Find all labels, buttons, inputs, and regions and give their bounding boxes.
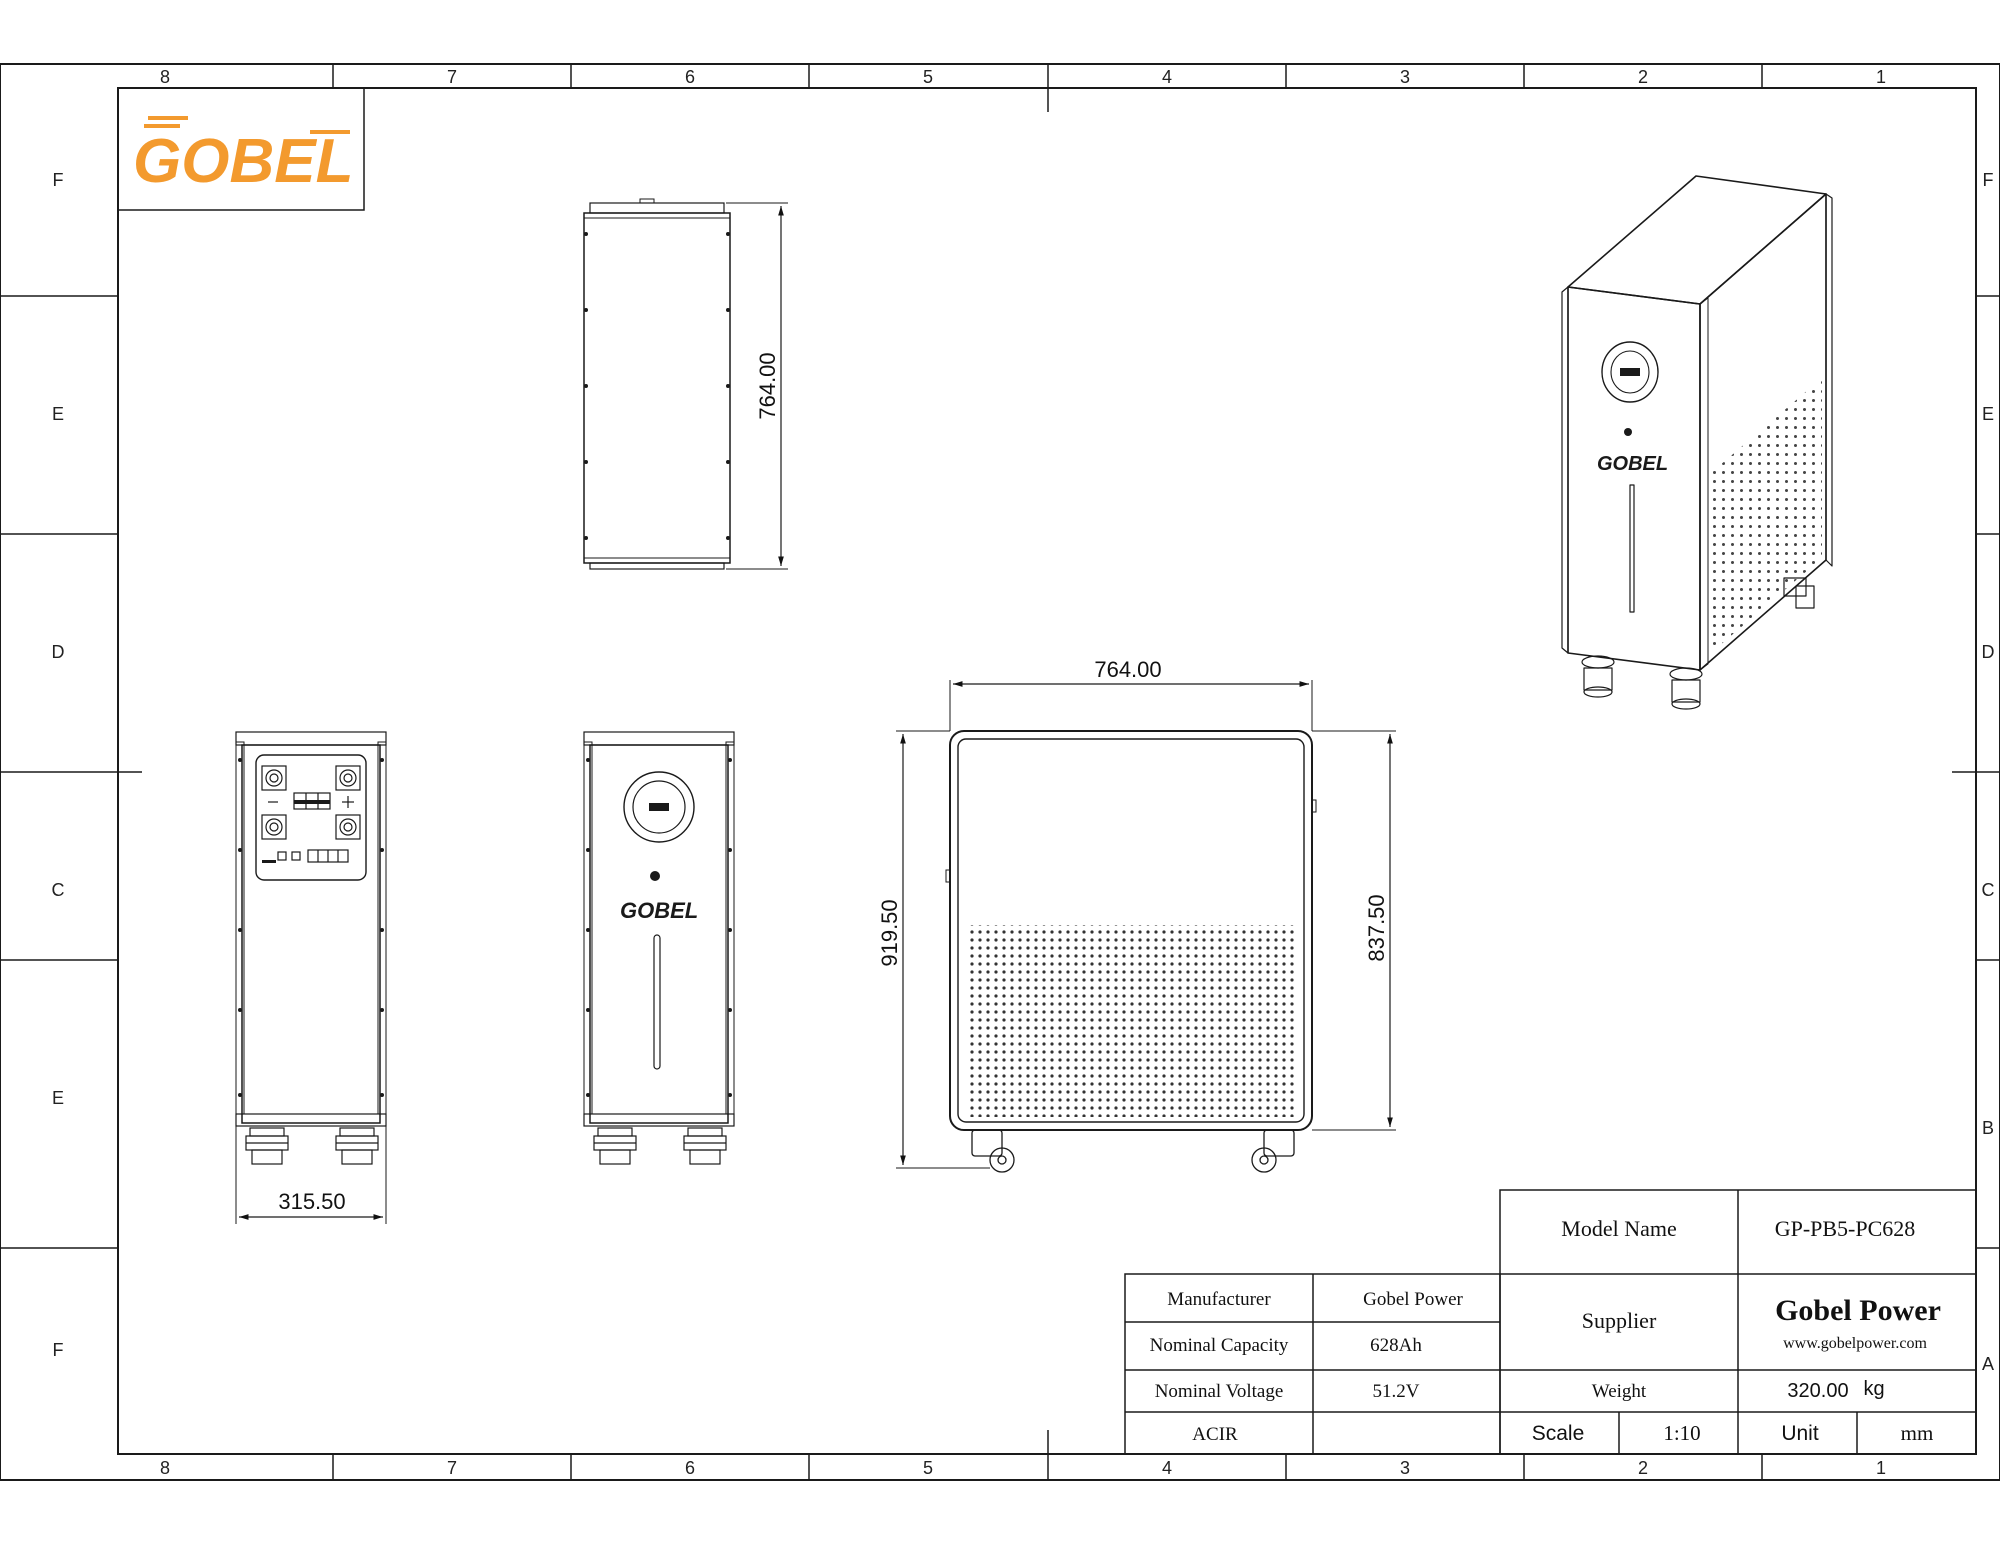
zone-labels-top: 8 7 6 5 4 3 2 1	[160, 67, 1886, 87]
zone-col-1-bottom: 1	[1876, 1458, 1886, 1478]
dimension-rear-width: 315.50	[235, 1125, 387, 1224]
zone-col-6-bottom: 6	[685, 1458, 695, 1478]
side-view	[945, 730, 1317, 1173]
supplier-label: Supplier	[1582, 1308, 1657, 1333]
zone-col-4-bottom: 4	[1162, 1458, 1172, 1478]
gobel-logo: GOBEL	[117, 87, 365, 211]
zone-row-left-5: E	[52, 1088, 64, 1108]
zone-row-right-3: D	[1982, 642, 1995, 662]
zone-row-right-4: C	[1982, 880, 1995, 900]
manufacturer-value: Gobel Power	[1363, 1289, 1463, 1310]
dimension-side-body-height: 837.50	[1312, 730, 1396, 1131]
dim-315-width: 315.50	[278, 1189, 345, 1214]
zone-col-3: 3	[1400, 67, 1410, 87]
nominal-voltage-value: 51.2V	[1373, 1381, 1420, 1402]
model-name-value: GP-PB5-PC628	[1775, 1216, 1916, 1241]
zone-row-left-6: F	[53, 1340, 64, 1360]
zone-col-5-bottom: 5	[923, 1458, 933, 1478]
dimension-top-depth: 764.00	[726, 202, 788, 570]
zone-row-left-4: C	[52, 880, 65, 900]
manufacturer-label: Manufacturer	[1167, 1289, 1271, 1310]
scale-label: Scale	[1532, 1422, 1585, 1445]
title-block	[1124, 1189, 1977, 1455]
zone-labels-left: F E D C E F	[52, 170, 65, 1360]
zone-col-8: 8	[160, 67, 170, 87]
zone-col-1: 1	[1876, 67, 1886, 87]
dimension-side-width: 764.00	[949, 657, 1313, 731]
zone-col-7-bottom: 7	[447, 1458, 457, 1478]
zone-row-left-3: D	[52, 642, 65, 662]
weight-unit: kg	[1863, 1378, 1884, 1400]
zone-labels-bottom: 8 7 6 5 4 3 2 1	[160, 1458, 1886, 1478]
unit-value: mm	[1901, 1421, 1934, 1445]
logo-text: GOBEL	[133, 127, 353, 196]
zone-col-2: 2	[1638, 67, 1648, 87]
zone-row-left-2: E	[52, 404, 64, 424]
zone-col-5: 5	[923, 67, 933, 87]
nominal-capacity-value: 628Ah	[1370, 1335, 1422, 1356]
front-logo-text: GOBEL	[620, 898, 698, 923]
zone-row-left-1: F	[53, 170, 64, 190]
rear-view	[235, 731, 387, 1165]
zone-col-7: 7	[447, 67, 457, 87]
drawing-frame	[0, 63, 2000, 1481]
supplier-name: Gobel Power	[1775, 1294, 1941, 1327]
dim-764-depth: 764.00	[755, 352, 780, 419]
zone-labels-right: F E D C B A	[1982, 170, 1995, 1374]
model-name-label: Model Name	[1561, 1216, 1676, 1241]
dim-919-height: 919.50	[877, 899, 902, 966]
title-block-text: Model Name GP-PB5-PC628 Manufacturer Gob…	[1150, 1216, 1941, 1445]
zone-row-right-2: E	[1982, 404, 1994, 424]
nominal-voltage-label: Nominal Voltage	[1155, 1381, 1284, 1402]
acir-label: ACIR	[1192, 1424, 1238, 1445]
zone-row-right-5: B	[1982, 1118, 1994, 1138]
zone-col-4: 4	[1162, 67, 1172, 87]
dim-764-width: 764.00	[1094, 657, 1161, 682]
zone-col-3-bottom: 3	[1400, 1458, 1410, 1478]
unit-label: Unit	[1781, 1422, 1819, 1445]
supplier-website: www.gobelpower.com	[1783, 1335, 1927, 1352]
zone-col-8-bottom: 8	[160, 1458, 170, 1478]
dimension-side-total-height: 919.50	[877, 730, 990, 1169]
scale-value: 1:10	[1663, 1421, 1700, 1445]
front-view	[583, 731, 735, 1165]
zone-col-6: 6	[685, 67, 695, 87]
iso-logo-text: GOBEL	[1597, 453, 1668, 475]
zone-col-2-bottom: 2	[1638, 1458, 1648, 1478]
zone-row-right-1: F	[1983, 170, 1994, 190]
weight-value: 320.00	[1787, 1380, 1848, 1402]
weight-label: Weight	[1592, 1381, 1647, 1402]
dim-837-height: 837.50	[1364, 894, 1389, 961]
zone-row-right-6: A	[1982, 1354, 1994, 1374]
isometric-view	[1561, 175, 1833, 710]
nominal-capacity-label: Nominal Capacity	[1150, 1335, 1289, 1356]
top-view	[583, 198, 731, 570]
